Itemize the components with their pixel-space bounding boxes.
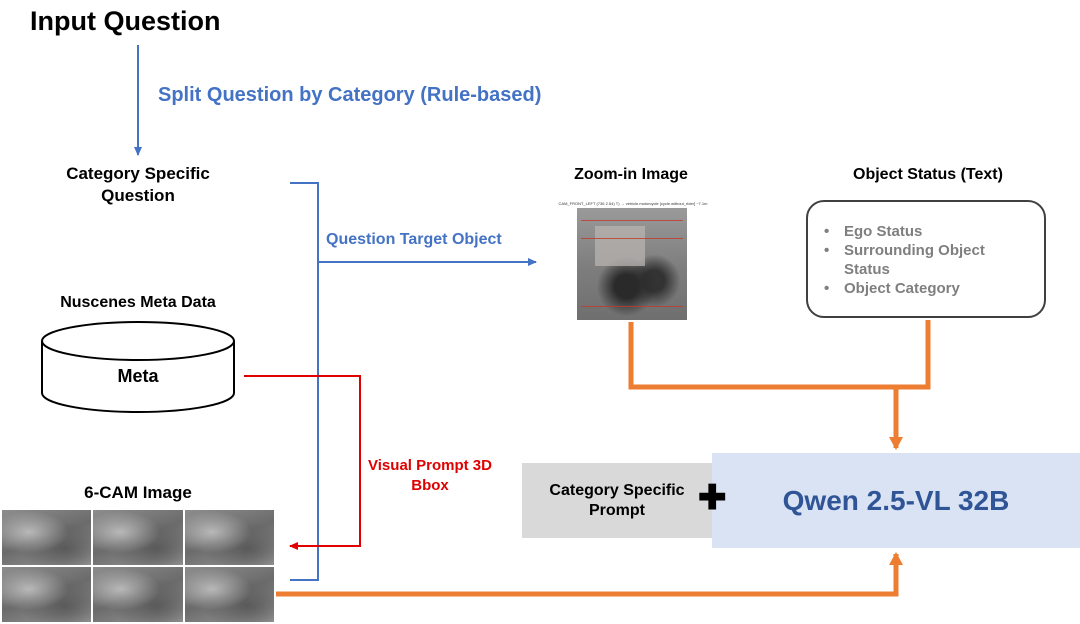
visual-prompt-arrow xyxy=(244,375,361,550)
category-question-label: Category Specific Question xyxy=(66,164,210,205)
zoom-in-image xyxy=(577,208,687,320)
zoom-image-bin xyxy=(595,226,645,266)
cam-image-title: 6-CAM Image xyxy=(84,483,192,502)
nuscenes-meta-title: Nuscenes Meta Data xyxy=(60,294,216,311)
object-status-item: Surrounding Object Status xyxy=(824,241,1034,279)
object-status-item: Object Category xyxy=(824,279,1034,298)
cam-to-model-arrow xyxy=(276,552,903,597)
meta-label: Meta xyxy=(117,366,159,386)
object-status-item: Ego Status xyxy=(824,222,1034,241)
question-bracket xyxy=(290,182,319,581)
bbox-line xyxy=(581,220,683,221)
cam-tile xyxy=(184,567,274,622)
cam-tile xyxy=(93,510,183,565)
cam-tile xyxy=(184,510,274,565)
zoom-to-model-arrow xyxy=(628,322,896,390)
cam-tile xyxy=(93,567,183,622)
plus-icon: ✚ xyxy=(698,479,727,517)
six-cam-image xyxy=(2,510,274,622)
object-status-box: Ego Status Surrounding Object Status Obj… xyxy=(806,200,1046,318)
page-title: Input Question xyxy=(30,6,221,36)
object-status-list: Ego Status Surrounding Object Status Obj… xyxy=(808,202,1044,298)
category-prompt-label: Category Specific Prompt xyxy=(549,481,685,519)
cam-tile xyxy=(2,567,92,622)
zoom-image-title: Zoom-in Image xyxy=(574,166,688,183)
object-status-title: Object Status (Text) xyxy=(853,166,1003,183)
model-label: Qwen 2.5-VL 32B xyxy=(782,484,1010,516)
split-label: Split Question by Category (Rule-based) xyxy=(158,84,542,106)
bbox-line xyxy=(581,306,683,307)
status-to-model-arrow xyxy=(889,320,931,450)
question-target-label: Question Target Object xyxy=(326,231,502,248)
visual-prompt-label: Visual Prompt 3D Bbox xyxy=(368,457,492,494)
category-prompt-box: Category Specific Prompt xyxy=(522,463,712,538)
zoom-image-caption: CAM_FRONT_LEFT (736 2.54) T) → vehicle.m… xyxy=(558,201,708,206)
cam-tile xyxy=(2,510,92,565)
bbox-line xyxy=(581,238,683,239)
model-box: Qwen 2.5-VL 32B xyxy=(712,453,1080,548)
meta-cylinder xyxy=(41,321,235,413)
